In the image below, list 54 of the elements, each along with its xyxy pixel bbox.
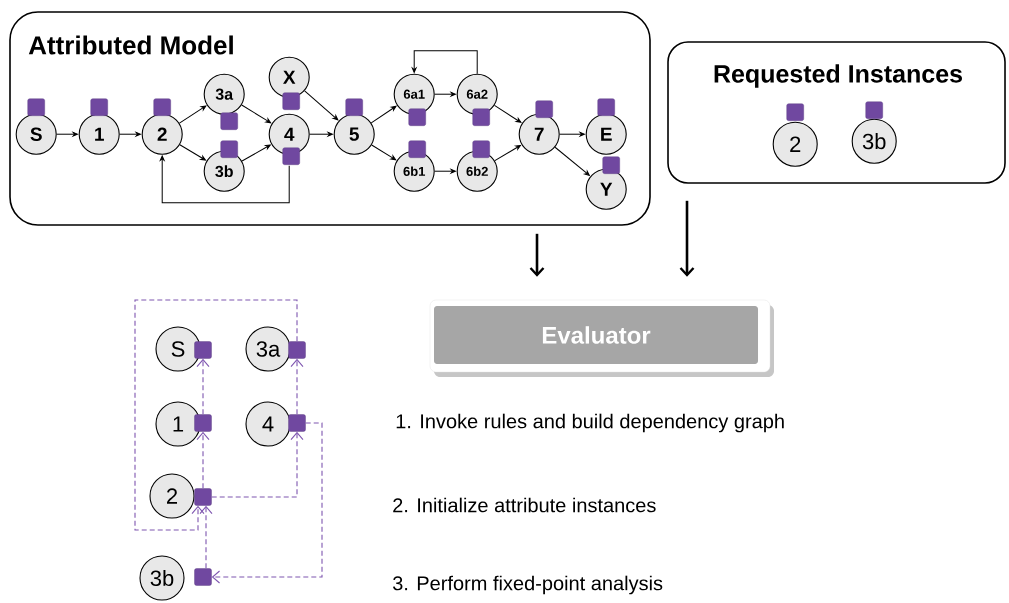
arrow — [199, 505, 213, 569]
arrow — [241, 144, 271, 162]
arrow — [211, 431, 304, 498]
arrow — [178, 105, 207, 124]
arrow — [159, 155, 290, 204]
step-text: 2. Initialize attribute instances — [393, 497, 656, 513]
attribute-square — [288, 341, 306, 359]
attribute-square — [153, 98, 171, 116]
attribute-square — [865, 101, 883, 119]
arrow — [179, 144, 206, 161]
arrow — [411, 50, 478, 75]
arrow — [134, 299, 298, 531]
step-text: 1. Invoke rules and build dependency graph — [396, 413, 784, 433]
attribute-square — [194, 488, 212, 506]
arrow — [196, 358, 210, 415]
attribute-square — [602, 156, 620, 174]
arrow — [493, 104, 522, 123]
arrow — [559, 131, 585, 137]
attribute-square — [472, 140, 490, 158]
arrow — [371, 144, 397, 161]
attribute-square — [535, 100, 553, 118]
attribute-square — [408, 108, 426, 126]
attribute-square — [282, 92, 300, 110]
arrow — [679, 200, 695, 277]
step-text: 3. Perform fixed-point analysis — [392, 575, 663, 595]
attribute-square — [408, 140, 426, 158]
arrow — [434, 91, 456, 97]
attribute-square — [597, 98, 615, 116]
attribute-square — [282, 147, 300, 165]
evaluator-box: Evaluator — [429, 299, 774, 377]
attribute-square — [220, 112, 238, 130]
attribute-square — [288, 414, 306, 432]
arrow — [241, 104, 272, 124]
attribute-square — [27, 98, 45, 116]
arrow — [211, 422, 323, 584]
attribute-square — [345, 98, 363, 116]
arrow — [494, 144, 521, 162]
attribute-square — [194, 341, 212, 359]
attribute-square — [220, 140, 238, 158]
arrow — [554, 146, 590, 176]
arrow — [196, 431, 210, 489]
attribute-square — [90, 98, 108, 116]
arrow — [290, 358, 304, 415]
attribute-square — [194, 414, 212, 432]
arrow — [304, 90, 339, 121]
arrow — [56, 131, 78, 137]
arrow — [309, 131, 333, 137]
attribute-square — [194, 568, 212, 586]
attribute-square — [472, 108, 490, 126]
arrow — [434, 168, 456, 174]
attribute-square — [786, 103, 804, 121]
arrow — [529, 233, 545, 277]
arrow — [119, 131, 141, 137]
arrow — [370, 105, 397, 124]
